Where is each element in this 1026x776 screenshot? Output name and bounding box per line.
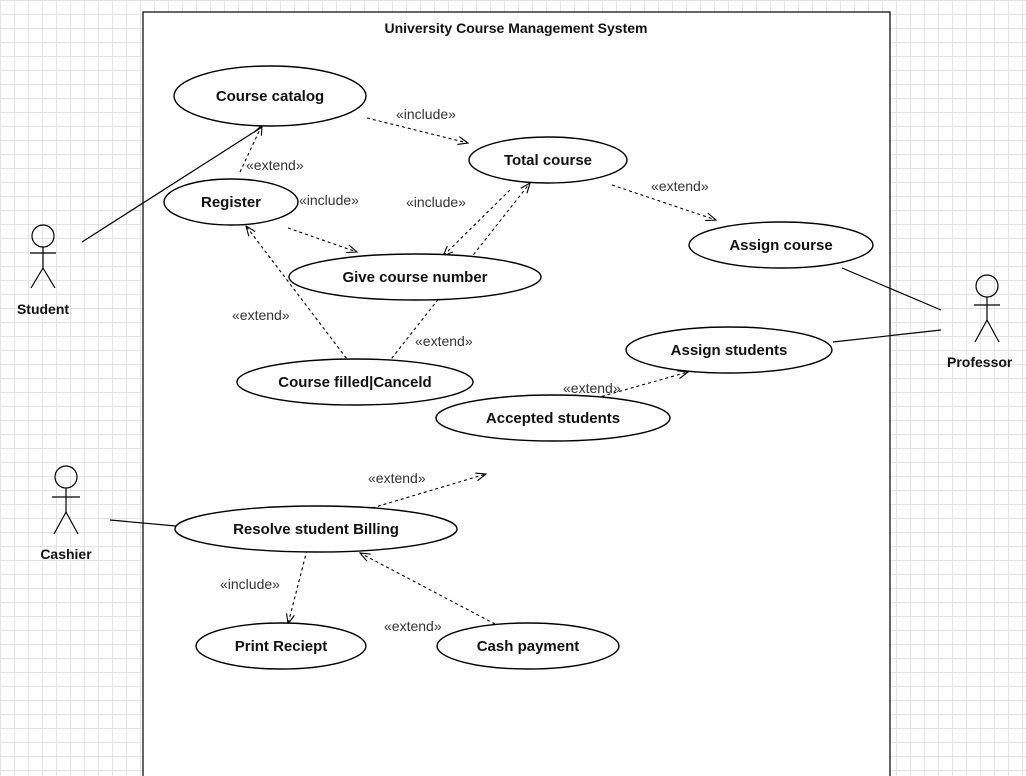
label-extend-5: «extend» [563,380,621,396]
stick-figure-icon [974,274,1000,343]
use-case-label: Accepted students [486,410,620,427]
use-case-cash-payment[interactable]: Cash payment [436,622,620,670]
extend-billing-accepted [371,474,486,509]
use-case-assign-students[interactable]: Assign students [625,326,833,374]
use-case-label: Give course number [342,269,487,286]
extend-register-catalog [239,125,262,173]
actor-label: Cashier [40,546,92,562]
actor-label: Student [17,301,69,317]
actor-student[interactable]: Student [17,224,69,317]
include-total-give [443,189,511,256]
use-case-give-course-number[interactable]: Give course number [288,253,542,301]
association-professor-assign-students [832,329,942,343]
stick-figure-icon [52,465,80,535]
actor-cashier[interactable]: Cashier [40,465,92,562]
label-extend-4: «extend» [415,333,473,349]
use-case-label: Course catalog [216,88,324,105]
use-case-label: Course filled|Canceld [278,374,431,391]
label-extend-7: «extend» [384,618,442,634]
system-title: University Course Management System [385,20,648,36]
use-case-register[interactable]: Register [163,178,299,226]
use-case-label: Total course [504,152,592,169]
label-extend-1: «extend» [246,157,304,173]
actor-label: Professor [947,354,1013,370]
label-include-2: «include» [299,192,359,208]
extend-total-assign [611,184,716,220]
association-cashier-billing [109,519,177,527]
include-register-give [287,227,357,252]
include-billing-print [288,549,308,624]
use-case-label: Resolve student Billing [233,521,399,538]
use-case-label: Register [201,194,261,211]
label-include-3: «include» [406,194,466,210]
label-extend-2: «extend» [651,178,709,194]
include-catalog-total [366,117,468,143]
use-case-label: Cash payment [477,638,580,655]
use-case-accepted-students[interactable]: Accepted students [435,394,671,442]
association-student-catalog [81,126,263,243]
use-case-assign-course[interactable]: Assign course [688,221,874,269]
actor-professor[interactable]: Professor [947,274,1013,370]
label-include-4: «include» [220,576,280,592]
use-case-total-course[interactable]: Total course [468,136,628,184]
label-extend-3: «extend» [232,307,290,323]
label-extend-6: «extend» [368,470,426,486]
use-case-label: Assign course [729,237,832,254]
use-case-print-receipt[interactable]: Print Reciept [195,622,367,670]
use-case-label: Assign students [671,342,788,359]
use-case-course-filled-canceled[interactable]: Course filled|Canceld [236,358,474,406]
stick-figure-icon [30,224,56,289]
extend-filled-register [246,226,351,364]
association-professor-assign-course [841,267,942,311]
use-case-course-catalog[interactable]: Course catalog [173,65,367,127]
use-case-label: Print Reciept [235,638,328,655]
extend-accepted-assign-students [595,372,688,399]
label-include-1: «include» [396,106,456,122]
extend-cash-billing [360,553,496,625]
use-case-resolve-billing[interactable]: Resolve student Billing [174,505,458,553]
